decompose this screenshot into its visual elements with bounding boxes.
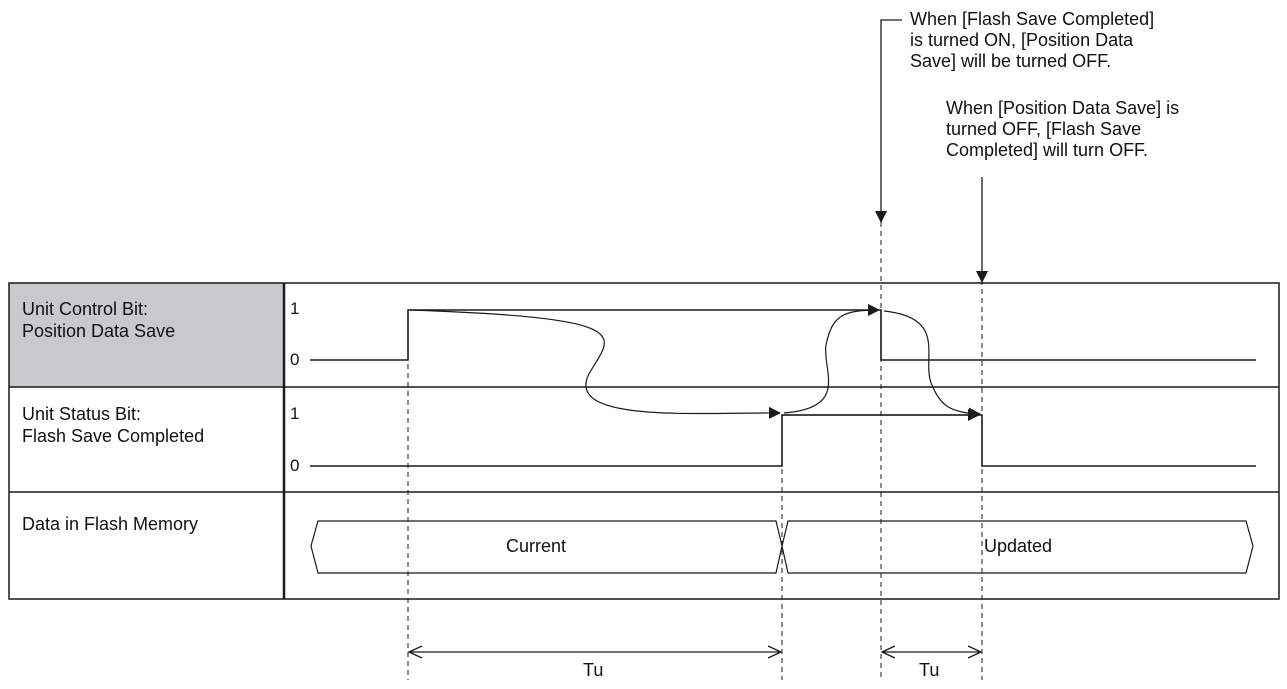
row-label-data-in-flash-memory: Data in Flash Memory <box>22 514 199 534</box>
position-data-save-waveform <box>310 309 1256 361</box>
note-flash-save-completed: When [Flash Save Completed] is turned ON… <box>910 9 1155 71</box>
level-low-label: 0 <box>290 350 300 369</box>
flow-arrow-completed-to-save-off <box>783 304 880 414</box>
note-leader-1 <box>875 19 902 223</box>
flash-save-completed-waveform <box>310 414 1256 467</box>
interval-label-tu: Tu <box>583 660 604 680</box>
level-high-label: 1 <box>290 404 300 423</box>
highlight-cell <box>9 283 284 387</box>
note-position-data-save-off: When [Position Data Save] is turned OFF,… <box>946 98 1180 160</box>
row-label-flash-save-completed: Unit Status Bit: Flash Save Completed <box>22 404 205 446</box>
memory-segment-label-current: Current <box>506 536 567 556</box>
table-frame <box>8 282 1280 600</box>
memory-segment-label-updated: Updated <box>984 536 1053 556</box>
row-label-position-data-save: Unit Control Bit: Position Data Save <box>22 299 176 341</box>
memory-segment-updated <box>781 520 1254 574</box>
flow-arrow-save-off-to-completed-off <box>883 310 981 420</box>
flow-arrow-save-to-completed <box>409 309 781 419</box>
level-low-label: 0 <box>290 456 300 475</box>
memory-segment-current <box>310 520 783 574</box>
interval-label-tu: Tu <box>919 660 940 680</box>
level-high-label: 1 <box>290 299 300 318</box>
